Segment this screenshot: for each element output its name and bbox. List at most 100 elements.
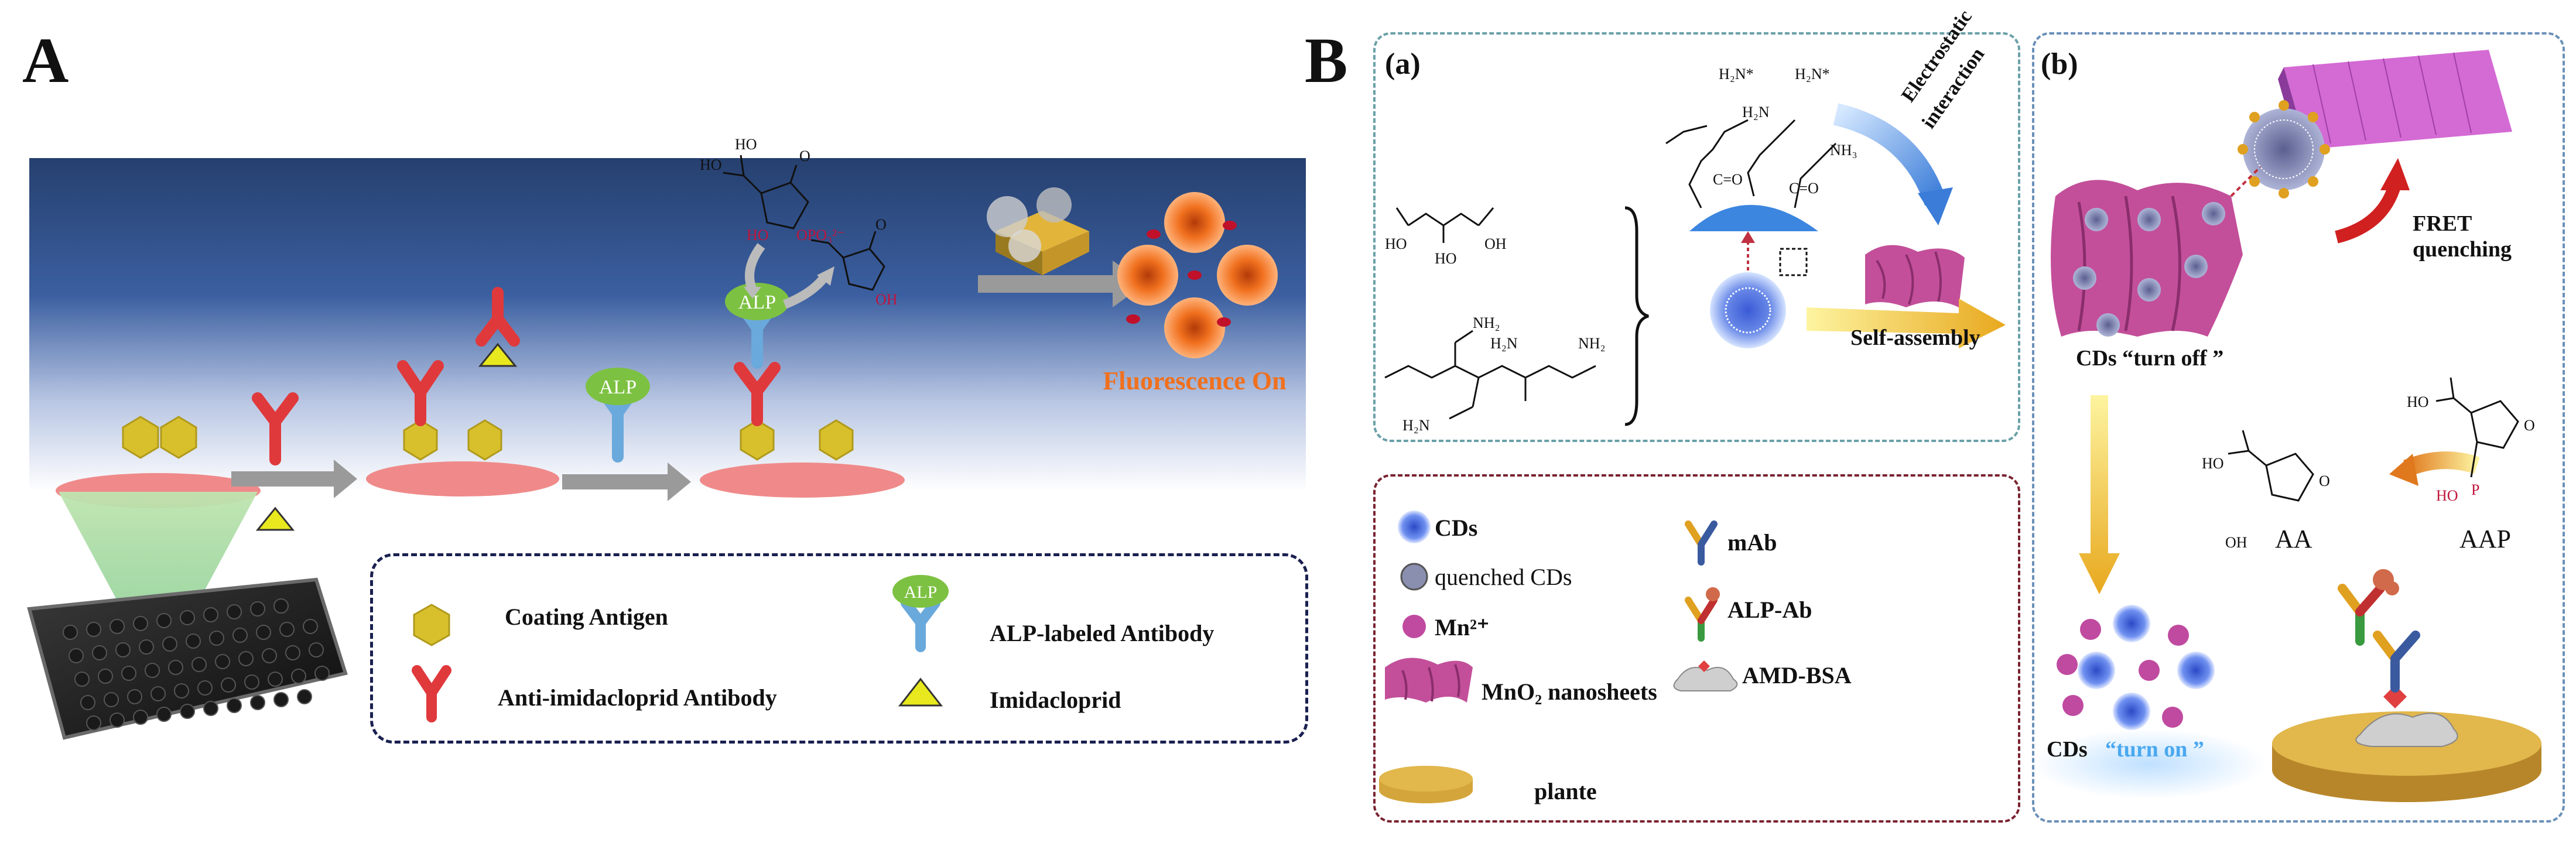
aap-ho-2: HO bbox=[735, 136, 757, 153]
mno2-sheet-a bbox=[1865, 245, 1965, 307]
legend-b-icons bbox=[1379, 511, 1738, 803]
stacked-antibodies bbox=[2338, 584, 2420, 693]
cds-on-word: CDs bbox=[2047, 737, 2088, 762]
step-arrow-1 bbox=[231, 460, 357, 498]
free-alp-label: ALP bbox=[599, 376, 637, 398]
citric-ho-c: HO bbox=[1435, 250, 1457, 267]
dome-h2n-star-1: H₂N* bbox=[1719, 66, 1754, 83]
aap-ho-1: HO bbox=[700, 156, 722, 173]
aap-ho-p: HO bbox=[2436, 487, 2458, 504]
subpanel-b-box bbox=[2032, 32, 2565, 823]
fret-particle bbox=[2243, 108, 2325, 190]
citric-acid-structure bbox=[1395, 207, 1494, 243]
fret-label: FRET quenching bbox=[2413, 211, 2512, 262]
panel-a-legend bbox=[370, 553, 1308, 744]
legend-mn: Mn²⁺ bbox=[1435, 614, 1490, 641]
legend-imidacloprid-icon bbox=[898, 677, 943, 707]
legend-alp-badge-label: ALP bbox=[904, 583, 938, 602]
turn-on-label: “turn on ” bbox=[2105, 737, 2204, 762]
pei-nh2-2: NH₂ bbox=[1578, 335, 1606, 352]
legend-imidacloprid: Imidacloprid bbox=[990, 687, 1121, 713]
aap-p-b: P bbox=[2471, 481, 2479, 498]
legend-anti-antibody: Anti-imidacloprid Antibody bbox=[498, 684, 777, 711]
aa-o-b1: O bbox=[2319, 472, 2330, 489]
legend-a-icons: ALP bbox=[412, 575, 949, 722]
legend-quenched: quenched CDs bbox=[1435, 564, 1572, 590]
legend-b-box bbox=[1373, 474, 2020, 823]
pei-nh2-1: NH₂ bbox=[1473, 314, 1500, 331]
dome-nh3: NH₃ bbox=[1830, 142, 1857, 159]
cds-on-cluster bbox=[2057, 605, 2215, 730]
dome-co-2: C=O bbox=[1789, 180, 1819, 197]
cd-dome bbox=[1689, 205, 1818, 231]
subpanel-b-label: (b) bbox=[2041, 47, 2078, 81]
stage3-plate bbox=[700, 463, 905, 498]
stage3-antigen-2 bbox=[819, 419, 854, 461]
legend-alp-badge bbox=[892, 575, 949, 608]
legend-mab-icon bbox=[1685, 520, 1718, 566]
legend-quenched-icon bbox=[1400, 563, 1428, 591]
fluor-dot-1 bbox=[1164, 192, 1225, 253]
legend-amd-bsa: AMD-BSA bbox=[1742, 662, 1852, 689]
legend-mab: mAb bbox=[1727, 529, 1777, 556]
electrostatic-arrow bbox=[1833, 103, 1946, 206]
aa-structure-b bbox=[2228, 430, 2314, 502]
legend-coating-antigen: Coating Antigen bbox=[505, 604, 668, 630]
dome-co-1: C=O bbox=[1713, 171, 1743, 188]
aap-ho-b: HO bbox=[2407, 393, 2429, 410]
legend-plante: plante bbox=[1534, 778, 1597, 804]
stage1-antigen-2 bbox=[160, 416, 197, 459]
stage2-imidacloprid bbox=[478, 342, 518, 367]
stage2-antigen-2 bbox=[467, 419, 502, 461]
aa-molecule bbox=[810, 231, 885, 291]
fluor-dot-3 bbox=[1117, 245, 1178, 306]
panel-b-letter: B bbox=[1305, 25, 1348, 96]
citric-ho: HO bbox=[1385, 235, 1407, 252]
subpanel-a-label: (a) bbox=[1385, 47, 1421, 81]
panel-a-letter: A bbox=[22, 25, 69, 96]
pei-structure bbox=[1384, 330, 1596, 420]
microplate-icon bbox=[27, 577, 348, 740]
legend-mno2: MnO₂ nanosheets bbox=[1482, 679, 1657, 705]
aap-opo3: OPO₃²⁻ bbox=[796, 227, 845, 244]
aap-molecule bbox=[723, 155, 809, 230]
aa-ho-b1: HO bbox=[2202, 455, 2224, 472]
legend-alp-ab: ALP-Ab bbox=[1727, 597, 1812, 623]
stage1-antigen-1 bbox=[122, 416, 159, 459]
stage2-plate bbox=[366, 461, 559, 496]
zoom-box bbox=[1779, 248, 1808, 276]
curve-arrow-down bbox=[745, 243, 765, 292]
legend-amd-bsa-icon bbox=[1673, 667, 1738, 691]
stage2-free-antibody bbox=[475, 287, 520, 347]
aap-ho-3: HO bbox=[747, 227, 769, 244]
step-arrow-2 bbox=[562, 463, 691, 501]
cd-surface-chains bbox=[1665, 119, 1837, 208]
subpanel-b-scheme: OH O HO O HO P HO bbox=[2032, 50, 2541, 802]
aap-label: AAP bbox=[2459, 525, 2512, 553]
legend-alp-ab-icon bbox=[1685, 597, 1718, 642]
big-gray-arrow bbox=[978, 261, 1145, 307]
subpanel-a-box bbox=[1373, 32, 2020, 442]
stage3-alp-label: ALP bbox=[738, 292, 776, 313]
legend-antigen-icon bbox=[413, 604, 450, 646]
aa-label: AA bbox=[2275, 525, 2312, 553]
light-beam bbox=[59, 492, 258, 644]
aap-o-1: O bbox=[799, 148, 810, 165]
dephosphorylation-arrow bbox=[2403, 451, 2480, 477]
cds-turn-off-label: CDs “turn off ” bbox=[2076, 346, 2224, 371]
free-alp-badge bbox=[586, 368, 650, 405]
aap-o-b: O bbox=[2524, 417, 2535, 434]
fluorescence-on-label: Fluorescence On bbox=[1103, 367, 1286, 395]
aa-oh: OH bbox=[875, 291, 898, 308]
free-antibody-1 bbox=[252, 392, 299, 465]
fret-arrow bbox=[2335, 182, 2401, 244]
legend-mn-icon bbox=[1402, 615, 1426, 638]
mno2-cluster bbox=[987, 187, 1089, 275]
fluor-dot-2 bbox=[1217, 245, 1278, 306]
panel-a-scheme: ALP ALP HO HO O OPO₃²⁻ HO OH O bbox=[27, 136, 1306, 740]
legend-alp-antibody-icon bbox=[901, 598, 940, 652]
legend-cds: CDs bbox=[1435, 515, 1478, 541]
self-assembly-label: Self-assembly bbox=[1850, 326, 1980, 350]
aa-oh-b1: OH bbox=[2225, 534, 2247, 551]
amd-bsa-on-plate bbox=[2355, 713, 2458, 747]
